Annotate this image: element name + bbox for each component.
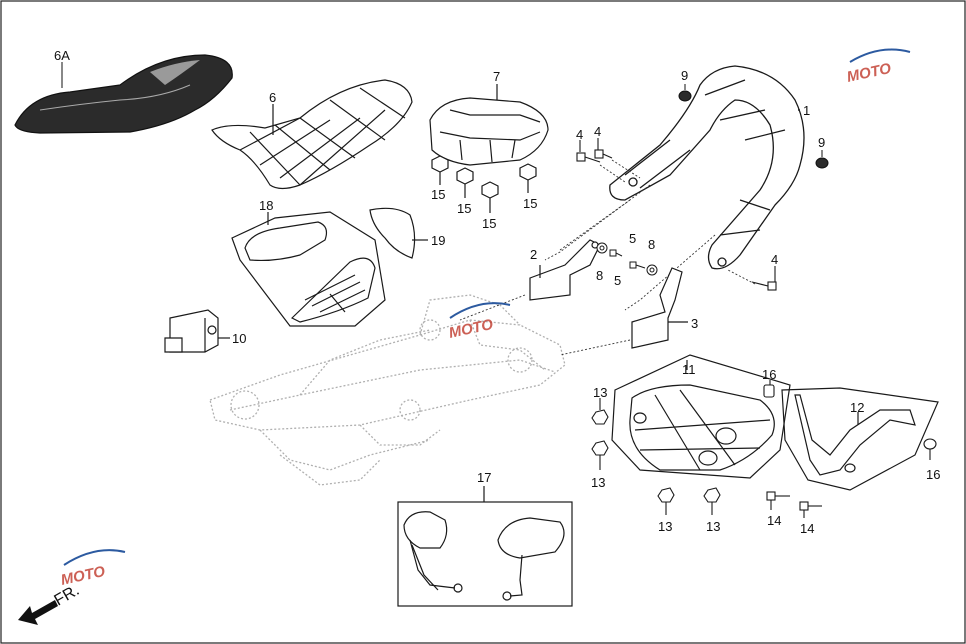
callout-15-d: 15 [523,196,537,211]
part-19-panel [369,207,428,259]
callout-14-a: 14 [767,513,781,528]
callout-15-b: 15 [457,201,471,216]
callout-6a: 6A [54,48,70,63]
part-12-bracket [781,387,939,491]
frame-ghost [209,294,566,486]
part-11-cover [611,354,791,479]
part-8-washers [596,242,658,276]
callout-13-c: 13 [658,519,672,534]
callout-16-top: 16 [762,367,776,382]
part-5-screws [609,249,646,269]
callout-9-top: 9 [681,68,688,83]
callout-9-right: 9 [818,135,825,150]
part-2-bracket [529,239,601,301]
callout-15-c: 15 [482,216,496,231]
callout-4-mid: 4 [594,124,601,139]
callout-13-b: 13 [591,475,605,490]
callout-8-left: 8 [596,268,603,283]
callout-14-b: 14 [800,521,814,536]
part-15-nuts [431,155,537,213]
part-3-bracket [631,267,688,349]
callout-12: 12 [850,400,864,415]
part-6a-seat-dark [14,54,233,134]
callout-17: 17 [477,470,491,485]
callout-15-a: 15 [431,187,445,202]
part-7-tail-cover [429,84,549,166]
part-10-module [164,309,230,353]
callout-6: 6 [269,90,276,105]
callout-4-right: 4 [771,252,778,267]
callout-13-d: 13 [706,519,720,534]
leader-lines [459,159,756,356]
part-14-bolts [766,491,822,518]
part-17-mirrors [397,486,573,607]
part-9-caps [678,84,829,169]
part-1-grab-rail [609,65,805,270]
callout-13-a: 13 [593,385,607,400]
part-13-bolts [591,398,721,515]
callout-18: 18 [259,198,273,213]
callouts: 6A 6 7 9 9 1 4 4 4 15 15 15 15 18 19 2 5… [54,48,940,536]
part-4-bolts [576,138,777,291]
callout-16-right: 16 [926,467,940,482]
callout-5-bottom: 5 [614,273,621,288]
part-16-bolts [763,380,937,460]
callout-19: 19 [431,233,445,248]
callout-3: 3 [691,316,698,331]
callout-8-right: 8 [648,237,655,252]
callout-11: 11 [682,362,696,377]
callout-2: 2 [530,247,537,262]
callout-7: 7 [493,69,500,84]
callout-4-left: 4 [576,127,583,142]
callout-1: 1 [803,103,810,118]
part-18-panel-group [231,211,386,327]
callout-5-top: 5 [629,231,636,246]
callout-10: 10 [232,331,246,346]
part-6-seat [211,79,413,190]
